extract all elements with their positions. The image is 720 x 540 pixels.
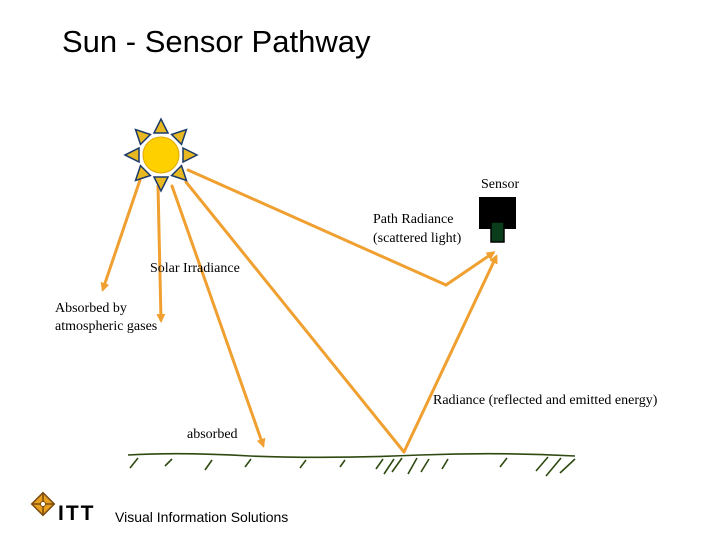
ray-radiance-to-sensor bbox=[402, 254, 498, 454]
solar-irradiance-label: Solar Irradiance bbox=[150, 261, 240, 276]
path-radiance-label-line1: Path Radiance bbox=[373, 212, 454, 227]
ray-solar-irradiance-absorbed bbox=[156, 184, 166, 323]
light-rays bbox=[100, 168, 498, 454]
absorbed-gases-label-line2: atmospheric gases bbox=[55, 319, 158, 334]
ground-surface bbox=[127, 452, 576, 477]
absorbed-gases-label-line1: Absorbed by bbox=[55, 301, 127, 316]
ray-to-ground-absorbed bbox=[170, 184, 266, 448]
path-radiance-label-line2: (scattered light) bbox=[373, 231, 462, 246]
ray-absorbed-gases bbox=[100, 178, 142, 292]
sensor-label: Sensor bbox=[481, 177, 520, 192]
ray-to-ground-reflected bbox=[184, 180, 406, 454]
sensor-icon bbox=[479, 197, 516, 243]
radiance-label: Radiance (reflected and emitted energy) bbox=[433, 393, 658, 408]
absorbed-label: absorbed bbox=[187, 427, 238, 442]
ray-path-radiance-scatter bbox=[186, 168, 448, 287]
itt-logo-icon bbox=[30, 491, 56, 517]
page-title: Sun - Sensor Pathway bbox=[62, 24, 371, 59]
footer-brand: ITT bbox=[58, 502, 96, 525]
ray-path-radiance-to-sensor bbox=[444, 251, 496, 287]
footer-tagline: Visual Information Solutions bbox=[115, 509, 289, 525]
sun-icon bbox=[123, 117, 199, 193]
ground-line bbox=[127, 452, 576, 459]
